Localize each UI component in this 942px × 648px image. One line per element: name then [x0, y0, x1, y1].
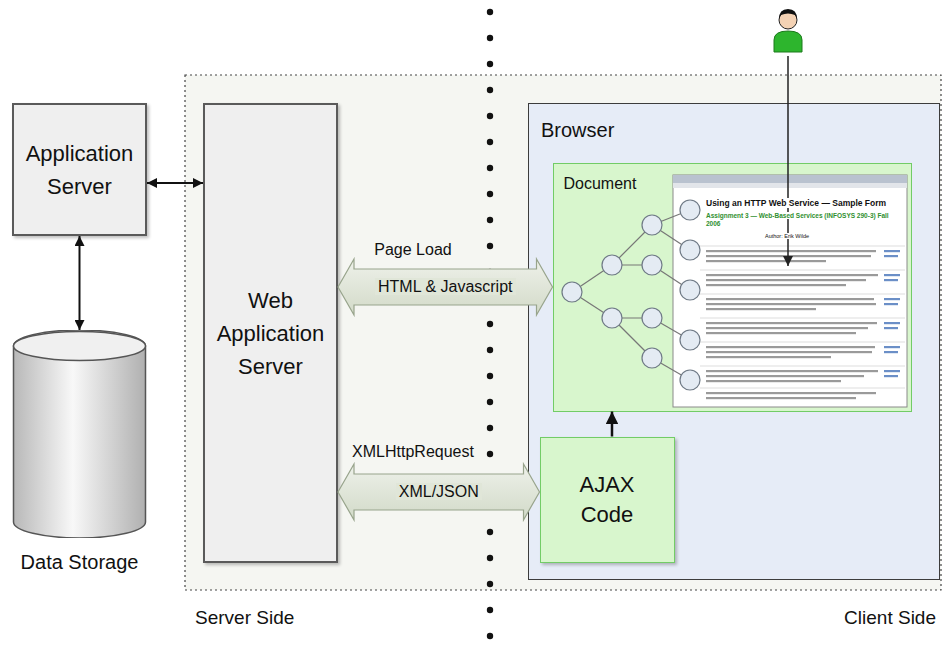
connector-arrow	[147, 182, 203, 184]
label-holder: HTML & Javascript	[375, 278, 516, 296]
server-box: Application Server	[12, 103, 147, 236]
protocol-label: XMLHttpRequest	[352, 443, 474, 460]
page-screenshot	[673, 175, 907, 407]
node-label: AJAX Code	[567, 470, 647, 529]
server-box: Web Application Server	[203, 103, 338, 563]
node-label: Document	[564, 174, 637, 193]
label-holder: Assignment 3 — Web-Based Services (INFOS…	[706, 212, 902, 228]
data-flow-arrow	[338, 464, 540, 520]
cylinder-top	[14, 332, 146, 361]
node-label: Application Server	[14, 137, 145, 203]
code-box: AJAX Code	[540, 437, 675, 563]
label-holder: XMLHttpRequest	[352, 443, 474, 461]
side-label: Client Side	[844, 607, 936, 628]
dom-tree-branches	[572, 210, 690, 380]
node-label: Data Storage	[12, 550, 147, 574]
cylinder-outline	[12, 330, 147, 538]
side-label: Server Side	[195, 607, 294, 628]
cylinder-body	[14, 330, 146, 538]
divider-dots	[487, 9, 493, 639]
label-holder: Server Side	[195, 607, 294, 629]
dotted-region	[185, 75, 941, 590]
connector-arrow	[611, 412, 614, 437]
dom-tree-nodes	[562, 200, 700, 390]
screenshot-text: Assignment 3 — Web-Based Services (INFOS…	[706, 212, 889, 227]
label-holder: Page Load	[374, 241, 451, 259]
user-icon	[774, 9, 802, 52]
protocol-label: Page Load	[374, 241, 451, 258]
label-holder: Author: Erik Wilde	[765, 233, 809, 239]
node-label: Web Application Server	[205, 284, 336, 383]
edge-label: XML/JSON	[396, 483, 482, 500]
node-label: Browser	[541, 118, 614, 142]
screenshot-text: Using an HTTP Web Service — Sample Form	[706, 198, 886, 208]
edge-label: HTML & Javascript	[375, 278, 516, 295]
label-holder: Client Side	[844, 607, 936, 629]
screenshot-text: Author: Erik Wilde	[765, 233, 809, 239]
connector-arrow	[79, 236, 81, 330]
label-holder: Using an HTTP Web Service — Sample Form	[706, 199, 886, 209]
data-flow-arrow	[338, 259, 553, 315]
database-cylinder: Data Storage	[12, 330, 147, 538]
label-holder: XML/JSON	[396, 483, 482, 501]
